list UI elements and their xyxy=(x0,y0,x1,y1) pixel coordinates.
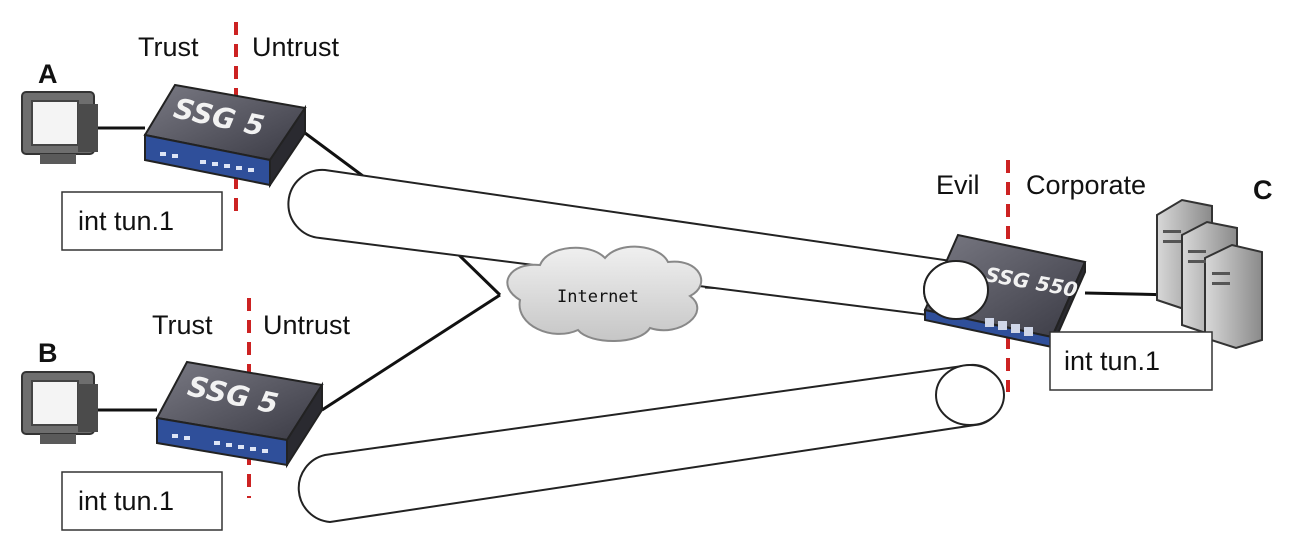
zone-corporate: Corporate xyxy=(1026,170,1146,200)
interface-a-label: int tun.1 xyxy=(78,206,174,236)
ssg5-device-b: SSG 5 xyxy=(157,362,322,465)
internet-label: Internet xyxy=(557,287,639,307)
zone-untrust-a: Untrust xyxy=(252,32,340,62)
server-cluster-c: C xyxy=(1157,175,1273,348)
tunnel-mouths xyxy=(924,261,988,319)
zone-untrust-b: Untrust xyxy=(263,310,351,340)
interface-hub-label: int tun.1 xyxy=(1064,346,1160,376)
workstation-b: B xyxy=(22,338,98,444)
node-b-label: B xyxy=(38,338,58,368)
zone-evil: Evil xyxy=(936,170,980,200)
zone-trust-a: Trust xyxy=(138,32,199,62)
workstation-a: A xyxy=(22,59,98,164)
vpn-tunnels xyxy=(288,170,1004,522)
zone-trust-b: Trust xyxy=(152,310,213,340)
node-a-label: A xyxy=(38,59,58,89)
tunnel-b-hub xyxy=(299,365,1003,522)
ssg5-device-a: SSG 5 xyxy=(145,85,305,185)
tunnel-b-hub-end xyxy=(936,365,1004,425)
interface-b-label: int tun.1 xyxy=(78,486,174,516)
tunnel-a-mouth xyxy=(924,261,988,319)
node-c-label: C xyxy=(1253,175,1273,205)
